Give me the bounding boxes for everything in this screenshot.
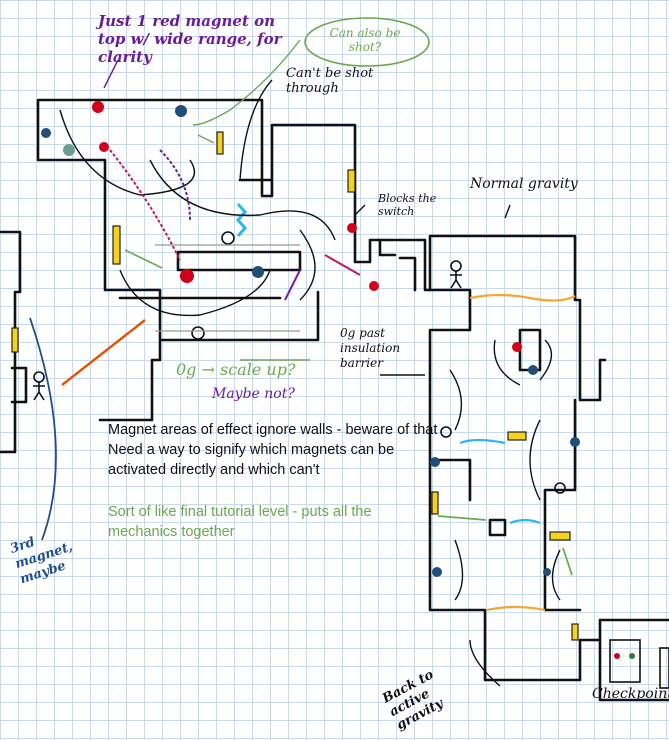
notes-text-box: Magnet areas of effect ignore walls - be… (108, 420, 438, 542)
magnets (41, 101, 635, 659)
trajectory-arcs (59, 109, 561, 601)
right-building-walls (428, 234, 669, 702)
left-door (10, 366, 28, 404)
checkpoint-label: Checkpoint (592, 686, 669, 702)
blocks-switch-note: Blocks the switch (378, 192, 437, 218)
barriers (236, 203, 576, 612)
switch-ledge (378, 238, 417, 292)
stick-figures (33, 231, 566, 494)
cant-shoot-through-note: Can't be shot through (286, 66, 374, 96)
text-line-tutorial: Sort of like final tutorial level - puts… (108, 504, 372, 540)
scale-up-note: 0g → scale up? (176, 360, 296, 379)
yellow-switches (11, 131, 579, 641)
checkpoint-door (609, 639, 641, 683)
text-line-signify: Need a way to signify which magnets can … (108, 442, 395, 478)
red-magnet-note: Just 1 red magnet on top w/ wide range, … (98, 12, 282, 66)
can-be-shot-note: Can also be shot? (329, 26, 401, 54)
zero-g-note: 0g past insulation barrier (340, 326, 401, 370)
maybe-not-note: Maybe not? (212, 386, 295, 402)
text-line-walls: Magnet areas of effect ignore walls - be… (108, 422, 438, 438)
annotation-arrows (29, 39, 573, 687)
normal-gravity-note: Normal gravity (470, 176, 578, 192)
can-be-shot-bubble (304, 17, 430, 67)
left-wall-structure (0, 230, 22, 454)
